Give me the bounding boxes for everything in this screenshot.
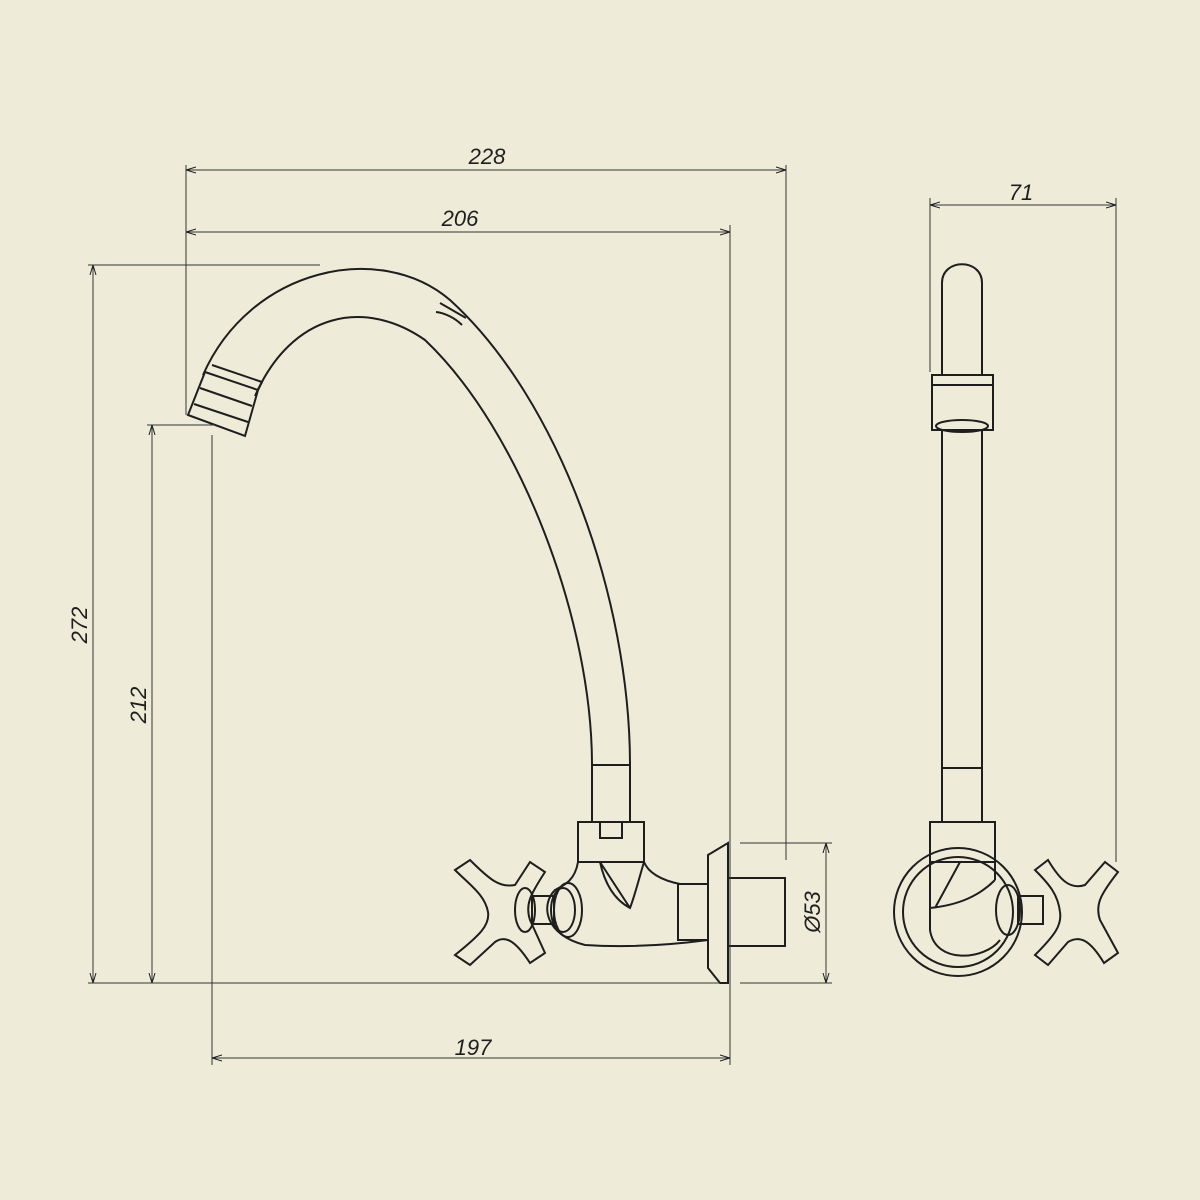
dim-overall-height: 272 <box>67 607 92 645</box>
side-stem <box>1017 895 1044 925</box>
dim-spout-reach: 206 <box>441 206 479 231</box>
spout-joint <box>435 302 467 326</box>
dim-side-width: 71 <box>1009 180 1033 205</box>
spout-inner <box>254 316 593 766</box>
cross-handle <box>453 858 547 967</box>
dim-flange-diameter: Ø53 <box>800 890 825 933</box>
dim-overall-reach: 228 <box>468 144 506 169</box>
dim-outlet-height: 212 <box>126 687 151 725</box>
dimensions: 228 206 272 212 197 Ø53 71 <box>67 144 1117 1065</box>
side-stem-collar <box>995 884 1021 936</box>
wall-flange <box>707 841 786 984</box>
side-cross-handle <box>1033 858 1120 967</box>
spout-outer <box>202 268 631 766</box>
dim-outlet-to-wall: 197 <box>455 1035 492 1060</box>
side-view <box>893 263 1120 977</box>
side-valve-body <box>929 861 1001 957</box>
aerator <box>186 364 264 438</box>
stem <box>514 882 583 938</box>
front-view <box>186 268 786 984</box>
side-flange <box>893 847 1023 977</box>
side-pipe <box>941 430 983 822</box>
side-aerator-outlet <box>935 419 989 433</box>
side-aerator <box>931 374 994 431</box>
side-flange-inner <box>902 856 1014 968</box>
side-body-top <box>929 821 996 863</box>
pipe-section <box>591 764 631 823</box>
side-spout <box>941 263 983 375</box>
extension-lines <box>88 165 1117 1065</box>
